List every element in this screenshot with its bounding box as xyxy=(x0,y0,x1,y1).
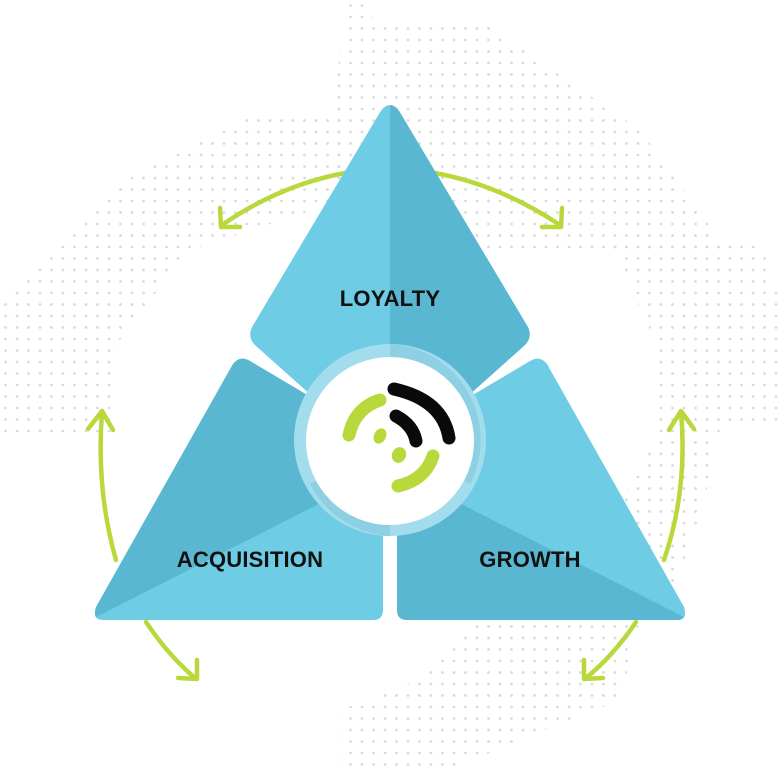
arrow-acquisition-up xyxy=(85,408,119,563)
arrow-head-icon xyxy=(666,408,697,433)
arrow-acquisition-down xyxy=(143,619,200,682)
arrow-loyalty-to-acquisition xyxy=(217,170,348,230)
arrow-growth-up xyxy=(661,408,697,563)
curved-arrow-icon xyxy=(661,409,685,563)
arrow-head-icon xyxy=(217,205,243,230)
arrow-head-icon xyxy=(581,657,606,682)
curved-arrow-icon xyxy=(143,619,198,681)
arrow-growth-down xyxy=(581,619,639,682)
segment-label-acquisition: ACQUISITION xyxy=(177,547,323,572)
arrow-head-icon xyxy=(85,408,116,433)
signal-logo-icon xyxy=(342,382,456,493)
curved-arrow-icon xyxy=(219,170,348,228)
cycle-arrows xyxy=(85,170,697,682)
center-hub xyxy=(294,344,486,536)
dot-region-left xyxy=(0,110,345,440)
arrow-loyalty-to-growth xyxy=(432,170,565,230)
curved-arrow-icon xyxy=(583,619,639,681)
curved-arrow-icon xyxy=(432,170,563,228)
segment-label-growth: GROWTH xyxy=(479,547,580,572)
curved-arrow-icon xyxy=(98,409,119,563)
arrow-head-icon xyxy=(539,205,565,230)
dot-region-bottom xyxy=(340,620,640,774)
dot-region-right xyxy=(600,240,780,620)
arrow-head-icon xyxy=(175,657,200,682)
segment-label-loyalty: LOYALTY xyxy=(340,286,441,311)
